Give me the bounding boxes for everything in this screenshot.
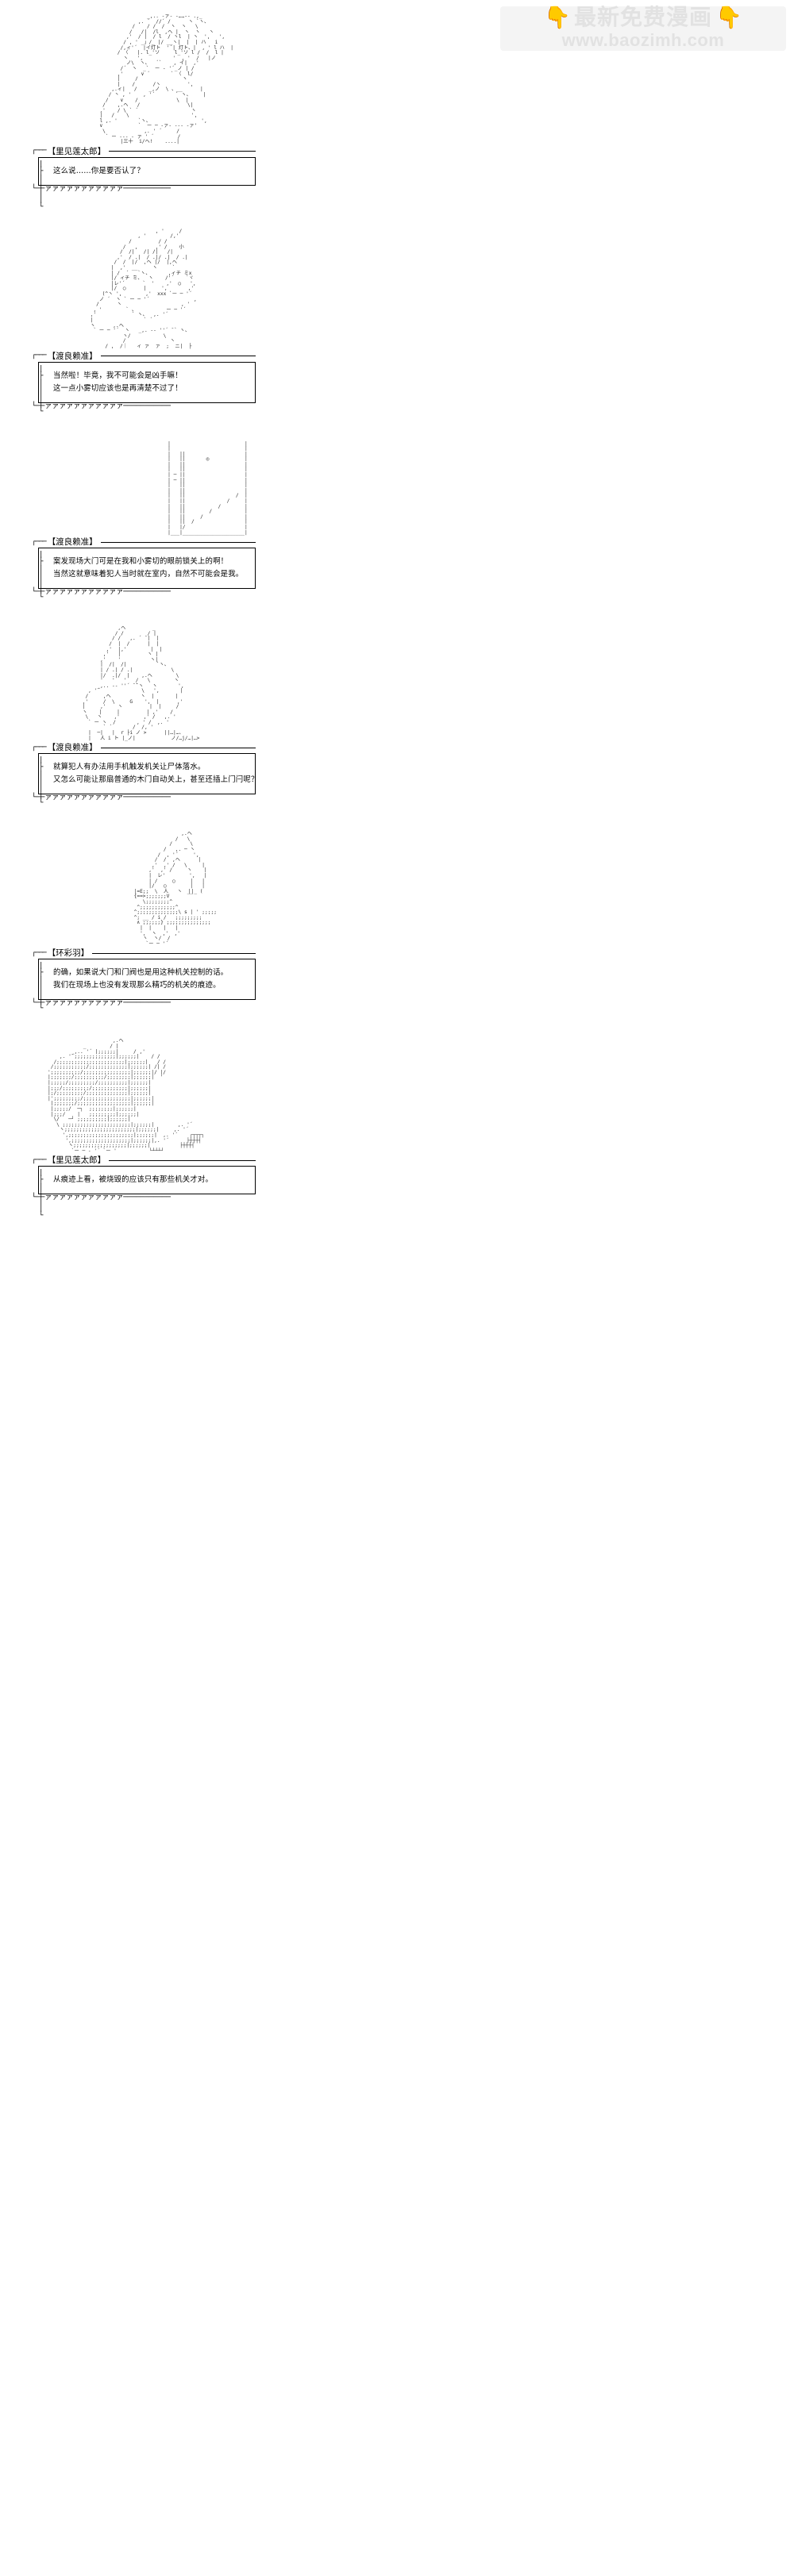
dialogue-body: | ├ | | | | └ 的确，如果说大门和门阀也是用这种机关控制的话。我们在现… [38,959,256,1013]
dialogue-box: ┌───【渡良赖准】| ├ | | | | └案发现场大门可是在我和小雾切的眼前… [32,536,256,602]
speaker-name: 【渡良赖准】 [47,351,98,361]
scene: ,.ヘ / \ / \ / ,. ─ ヽ / , '´ ', / / ,ヘ | … [0,822,794,1013]
ascii-art: ,.ヘ / \ / \ / ,. ─ ヽ / , '´ ', / / ,ヘ | … [133,831,217,947]
ascii-art: , ' / , ' /,' / / / / , ,' / 小 / /| /| /… [90,228,197,349]
dialogue-left-rail: | ├ | | | | └ [39,160,44,211]
ascii-art-panel: ,.ヘ _ / | _,.. '´ |;;;;;;| / ,' ,. '´;;;… [0,1028,794,1154]
speaker-name: 【渡良赖准】 [47,537,98,548]
dialogue-line: 当然这就意味着犯人当时就在室内，自然不可能会是我。 [53,570,244,579]
dialogue-line: 这一点小雾切应该也是再清楚不过了！ [53,383,183,393]
name-rule-right [109,151,256,152]
dialogue-box: ┌───【渡良赖准】| ├ | | | | └当然啦！毕竟，我不可能会是凶手嘛！… [32,350,256,415]
dialogue-footer-rule: └──ァァァァァァァァァァァ─────────── [32,794,171,802]
scene: ,ヘ _ / / / | / / ,. ´ ̄ | | / | / | | ,'… [0,617,794,807]
scene: | | | | | || | | || ◎ | | || | | || | | … [0,431,794,602]
speaker-name: 【里见莲太郎】 [47,146,106,156]
dialogue-box: ┌───【里见莲太郎】| ├ | | | | └这么说……你是要否认了？└──ァ… [32,145,256,210]
scene: ,.ヘ _ / | _,.. '´ |;;;;;;| / ,' ,. '´;;;… [0,1028,794,1220]
dialogue-line: 就算犯人有办法用手机触发机关让尸体落水。 [53,763,206,772]
dialogue-corner-bracket [38,548,47,556]
ascii-art: ,ヘ _ / / / | / / ,. ´ ̄ | | / | / | | ,'… [82,625,200,741]
ascii-art: ,.ヘ _ / | _,.. '´ |;;;;;;| / ,' ,. '´;;;… [48,1038,205,1154]
dialogue-footer-rule: └──ァァァァァァァァァァァ─────────── [32,999,171,1008]
dialogue-line: 当然啦！毕竟，我不可能会是凶手嘛！ [53,371,183,380]
dialogue-corner-bracket [38,361,47,370]
dialogue-footer-rule: └──ァァァァァァァァァァァ─────────── [32,184,171,193]
dialogue-body: | ├ | | | | └ 从痕迹上看，被烧毁的应该只有那些机关才对。 [38,1166,256,1220]
name-rule-right [92,952,256,954]
dialogue-name-row: ┌───【里见莲太郎】 [32,1154,256,1166]
ascii-art: | | | | | || | | || ◎ | | || | | || | | … [168,440,248,536]
dialogue-corner-bracket [38,959,47,967]
name-rule-left: ┌─── [32,948,47,957]
dialogue-body: | ├ | | | | └ 就算犯人有办法用手机触发机关让尸体落水。又怎么可能让那… [38,753,259,807]
dialogue-name-row: ┌───【里见莲太郎】 [32,145,256,157]
dialogue-corner-bracket [38,1166,47,1175]
ascii-art-panel: | | | | | || | | || ◎ | | || | | || | | … [0,431,794,536]
dialogue-corner-bracket [38,753,47,762]
name-rule-left: ┌─── [32,352,47,359]
dialogue-left-rail: | ├ | | | | └ [39,1169,44,1221]
dialogue-body: | ├ | | | | └ 当然啦！毕竟，我不可能会是凶手嘛！ 这一点小雾切应该也是… [38,361,256,415]
dialogue-footer-rule: └──ァァァァァァァァァァァ─────────── [32,588,171,597]
dialogue-left-rail: | ├ | | | | └ [39,756,44,808]
dialogue-left-rail: | ├ | | | | └ [39,551,44,602]
dialogue-name-row: ┌───【渡良赖准】 [32,741,256,753]
dialogue-left-rail: | ├ | | | | └ [39,364,44,416]
dialogue-name-row: ┌───【环彩羽】 [32,947,256,959]
scene: , ' / , ' /,' / / / / , ,' / 小 / /| /| /… [0,213,794,415]
ascii-art-panel: ,ヘ _ / / / | / / ,. ´ ̄ | | / | / | | ,'… [0,617,794,741]
ascii-art-panel: _,.. -ァ- ‐……‐- .,_ ,. ´ //´ / ヽ `ヽ、 / / … [0,0,794,145]
speaker-name: 【渡良赖准】 [47,743,98,753]
scene-list: _,.. -ァ- ‐……‐- .,_ ,. ´ //´ / ヽ `ヽ、 / / … [0,0,794,1220]
name-rule-right [109,1159,256,1161]
dialogue-body: | ├ | | | | └ 案发现场大门可是在我和小雾切的眼前锁关上的啊！ 当然这就… [38,548,256,602]
dialogue-name-row: ┌───【渡良赖准】 [32,536,256,548]
dialogue-line: 从痕迹上看，被烧毁的应该只有那些机关才对。 [53,1175,214,1185]
dialogue-body: | ├ | | | | └ 这么说……你是要否认了？ [38,156,256,210]
name-rule-left: ┌─── [32,743,47,752]
name-rule-right [100,541,256,543]
dialogue-line: 我们在现场上也没有发现那么精巧的机关的痕迹。 [53,981,221,990]
dialogue-box: ┌───【渡良赖准】| ├ | | | | └就算犯人有办法用手机触发机关让尸体… [32,741,259,807]
name-rule-left: ┌─── [32,537,47,546]
ascii-art-panel: ,.ヘ / \ / \ / ,. ─ ヽ / , '´ ', / / ,ヘ | … [0,822,794,947]
name-rule-left: ┌─── [32,147,47,156]
dialogue-line: 案发现场大门可是在我和小雾切的眼前锁关上的啊！ [53,557,229,567]
dialogue-left-rail: | ├ | | | | └ [39,962,44,1013]
speaker-name: 【环彩羽】 [47,948,90,959]
dialogue-box: ┌───【里见莲太郎】| ├ | | | | └从痕迹上看，被烧毁的应该只有那些… [32,1154,256,1220]
dialogue-corner-bracket [38,156,47,165]
ascii-art-panel: , ' / , ' /,' / / / / , ,' / 小 / /| /| /… [0,213,794,350]
dialogue-footer-rule: └──ァァァァァァァァァァァ─────────── [32,1194,171,1202]
dialogue-line: 又怎么可能让那扇普通的木门自动关上，甚至还插上门闩呢？ [53,775,259,785]
dialogue-line: 的确，如果说大门和门阀也是用这种机关控制的话。 [53,968,229,978]
dialogue-box: ┌───【环彩羽】| ├ | | | | └的确，如果说大门和门阀也是用这种机关… [32,947,256,1013]
name-rule-left: ┌─── [32,1155,47,1164]
scene: _,.. -ァ- ‐……‐- .,_ ,. ´ //´ / ヽ `ヽ、 / / … [0,0,794,210]
speaker-name: 【里见莲太郎】 [47,1155,106,1166]
dialogue-name-row: ┌───【渡良赖准】 [32,350,256,362]
ascii-art: _,.. -ァ- ‐……‐- .,_ ,. ´ //´ / ヽ `ヽ、 / / … [99,13,234,145]
dialogue-line: 这么说……你是要否认了？ [53,166,145,175]
dialogue-footer-rule: └──ァァァァァァァァァァァ─────────── [32,402,171,410]
